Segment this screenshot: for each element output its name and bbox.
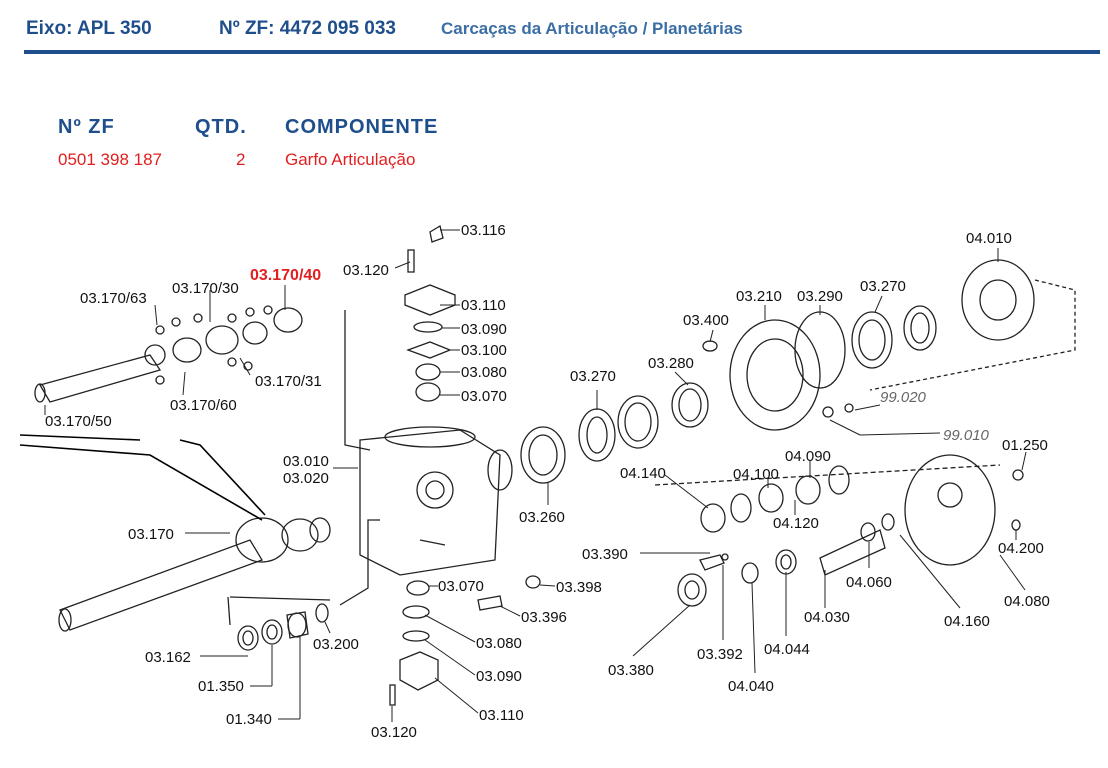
shaft-spline-end-icon xyxy=(34,383,46,403)
label-03120-bottom: 03.120 xyxy=(371,724,417,741)
label-03170-30: 03.170/30 xyxy=(172,280,239,297)
axle-model: Eixo: APL 350 xyxy=(26,18,152,39)
label-03120-top: 03.120 xyxy=(343,262,389,279)
row-component: Garfo Articulação xyxy=(285,150,416,169)
label-03270-left: 03.270 xyxy=(570,368,616,385)
label-03162: 03.162 xyxy=(145,649,191,666)
row-zf-number: 0501 398 187 xyxy=(58,150,162,169)
axle-shaft-lower xyxy=(59,539,263,631)
label-03090-bottom: 03.090 xyxy=(476,668,522,685)
column-header-component: COMPONENTE xyxy=(285,116,439,138)
label-04090: 04.090 xyxy=(785,448,831,465)
label-03100: 03.100 xyxy=(461,342,507,359)
label-03270-right: 03.270 xyxy=(860,278,906,295)
label-03020: 03.020 xyxy=(283,470,329,487)
label-03392: 03.392 xyxy=(697,646,743,663)
exploded-parts-diagram: 03.116 03.120 03.170/40 03.170/30 03.170… xyxy=(19,222,1076,741)
label-03390: 03.390 xyxy=(582,546,628,563)
label-03080-top: 03.080 xyxy=(461,364,507,381)
label-04120: 04.120 xyxy=(773,515,819,532)
label-01350: 01.350 xyxy=(198,678,244,695)
label-03290: 03.290 xyxy=(797,288,843,305)
coupling-icon xyxy=(205,325,239,355)
label-03398: 03.398 xyxy=(556,579,602,596)
label-03380: 03.380 xyxy=(608,662,654,679)
zf-number: Nº ZF: 4472 095 033 xyxy=(219,18,396,39)
label-04040: 04.040 xyxy=(728,678,774,695)
column-header-zf: Nº ZF xyxy=(58,116,115,138)
u-joint-assembled-icon xyxy=(235,517,289,563)
cross-joint-icon-2 xyxy=(242,321,268,345)
header-divider xyxy=(24,50,1100,54)
label-03080-bottom: 03.080 xyxy=(476,635,522,652)
label-99010: 99.010 xyxy=(943,427,990,444)
label-04140: 04.140 xyxy=(620,465,666,482)
row-quantity: 2 xyxy=(236,150,246,169)
label-04010: 04.010 xyxy=(966,230,1012,247)
planetary-carrier-icon xyxy=(904,454,996,566)
drawing xyxy=(19,224,1076,706)
label-03396: 03.396 xyxy=(521,609,567,626)
label-03070-bottom: 03.070 xyxy=(438,578,484,595)
label-04060: 04.060 xyxy=(846,574,892,591)
yoke-icon xyxy=(144,344,166,366)
label-04044: 04.044 xyxy=(764,641,810,658)
axle-shaft-upper xyxy=(39,354,162,403)
brake-drum-icon xyxy=(961,259,1035,341)
label-03116: 03.116 xyxy=(461,222,506,239)
cross-joint-icon xyxy=(172,337,202,363)
label-01340: 01.340 xyxy=(226,711,272,728)
housing-bore-icon xyxy=(416,471,454,509)
label-04100: 04.100 xyxy=(733,466,779,483)
label-03210: 03.210 xyxy=(736,288,782,305)
label-03170-40-highlighted: 03.170/40 xyxy=(250,267,321,284)
label-03170-31: 03.170/31 xyxy=(255,373,322,390)
label-03170-63: 03.170/63 xyxy=(80,290,147,307)
label-04030: 04.030 xyxy=(804,609,850,626)
label-03070-top: 03.070 xyxy=(461,388,507,405)
label-03110-bottom: 03.110 xyxy=(479,707,524,724)
label-04160: 04.160 xyxy=(944,613,990,630)
label-03400: 03.400 xyxy=(683,312,729,329)
leader-lines xyxy=(44,229,1027,722)
label-03110-top: 03.110 xyxy=(461,297,506,314)
column-header-qty: QTD. xyxy=(195,116,247,138)
label-99020: 99.020 xyxy=(880,389,927,406)
spline-end-icon xyxy=(58,608,72,632)
label-04200: 04.200 xyxy=(998,540,1044,557)
yoke-fork-icon xyxy=(273,307,303,333)
label-01250: 01.250 xyxy=(1002,437,1048,454)
wheel-hub-icon xyxy=(729,319,821,431)
label-03280: 03.280 xyxy=(648,355,694,372)
label-04080: 04.080 xyxy=(1004,593,1050,610)
label-03090-top: 03.090 xyxy=(461,321,507,338)
label-03170: 03.170 xyxy=(128,526,174,543)
part-labels: 03.116 03.120 03.170/40 03.170/30 03.170… xyxy=(45,222,1050,741)
assembly-description: Carcaças da Articulação / Planetárias xyxy=(441,19,743,38)
label-03170-60: 03.170/60 xyxy=(170,397,237,414)
label-03170-50: 03.170/50 xyxy=(45,413,112,430)
label-03260: 03.260 xyxy=(519,509,565,526)
label-03010: 03.010 xyxy=(283,453,329,470)
label-03200: 03.200 xyxy=(313,636,359,653)
knuckle-housing xyxy=(359,429,501,576)
